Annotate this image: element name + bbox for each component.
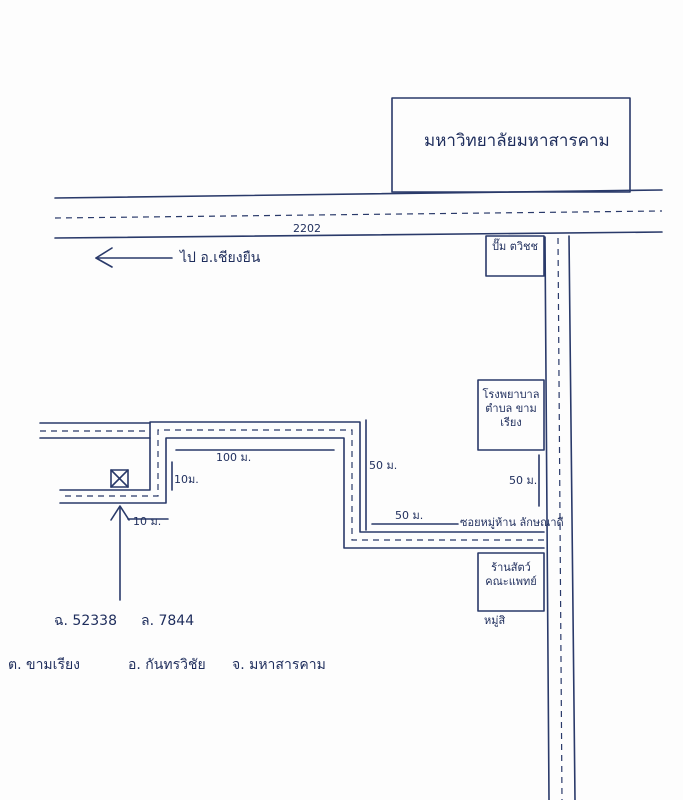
main-road-centerline (54, 210, 663, 219)
side-road-right-edge (568, 235, 576, 800)
soi-lower-edge (59, 437, 545, 549)
main-road-top-edge (54, 189, 663, 199)
main-road-bottom-edge (54, 231, 663, 239)
plot-marker-cross-b (110, 469, 129, 488)
distance-right-label: 50 ม. (509, 474, 538, 487)
shop-box (477, 552, 545, 612)
soi-centerline (60, 429, 544, 541)
changwat-label: จ. มหาสารคาม (232, 657, 326, 673)
distance-10m-horizontal-label: 10 ม. (133, 515, 162, 528)
shop-label: ร้านสัตว์ คณะแพทย์ (485, 561, 537, 588)
direction-arrow-head (95, 247, 113, 268)
side-road-left-edge (544, 236, 550, 800)
annotation-label: หมู่สิ (484, 614, 506, 627)
distance-100m-label: 100 ม. (216, 451, 252, 464)
hospital-box (477, 379, 545, 451)
hospital-label: โรงพยาบาล ตำบล ขามเรียง (482, 388, 540, 429)
side-road-centerline (557, 237, 563, 800)
road-number-label: 2202 (293, 222, 321, 235)
distance-10m-vertical-label: 10ม. (174, 473, 199, 486)
gas-station-box (485, 235, 545, 277)
plot-marker (110, 469, 129, 488)
distance-50m-horizontal-label: 50 ม. (395, 509, 424, 522)
deed-number: ฉ. 52338 (54, 613, 117, 629)
plot-arrow-head (110, 505, 130, 521)
distance-50m-vertical-label: 50 ม. (369, 459, 398, 472)
land-number: ล. 7844 (141, 613, 195, 629)
direction-label: ไป อ.เชียงยืน (180, 250, 261, 266)
university-label: มหาวิทยาลัยมหาสารคาม (424, 131, 610, 151)
gas-station-label: ปั๊ม ตวิชช (492, 240, 538, 253)
amphoe-label: อ. กันทรวิชัย (128, 657, 206, 673)
tambon-label: ต. ขามเรียง (8, 657, 80, 673)
side-road-label: ซอยหมู่ห้าน ลักษณาดี (460, 516, 564, 529)
soi-upper-edge (59, 421, 545, 533)
